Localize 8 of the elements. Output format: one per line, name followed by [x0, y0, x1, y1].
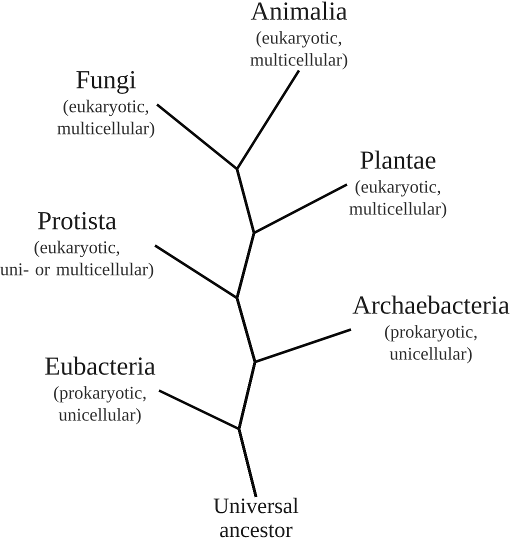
taxon-label: Eubacteria (prokaryotic, unicellular): [45, 356, 156, 424]
branch-line: [158, 389, 258, 498]
taxon-label: Plantae (eukaryotic, multicellular): [349, 150, 446, 218]
taxon-label: Animalia (eukaryotic, multicellular): [250, 2, 348, 70]
ancestor-label: Universal ancestor: [214, 498, 298, 538]
taxon-label: Fungi (eukaryotic, multicellular): [57, 70, 154, 138]
taxon-label: Archaebacteria (prokaryotic, unicellular): [352, 296, 510, 364]
taxon-label: Protista (eukaryotic, uni- or multicellular): [0, 212, 154, 280]
